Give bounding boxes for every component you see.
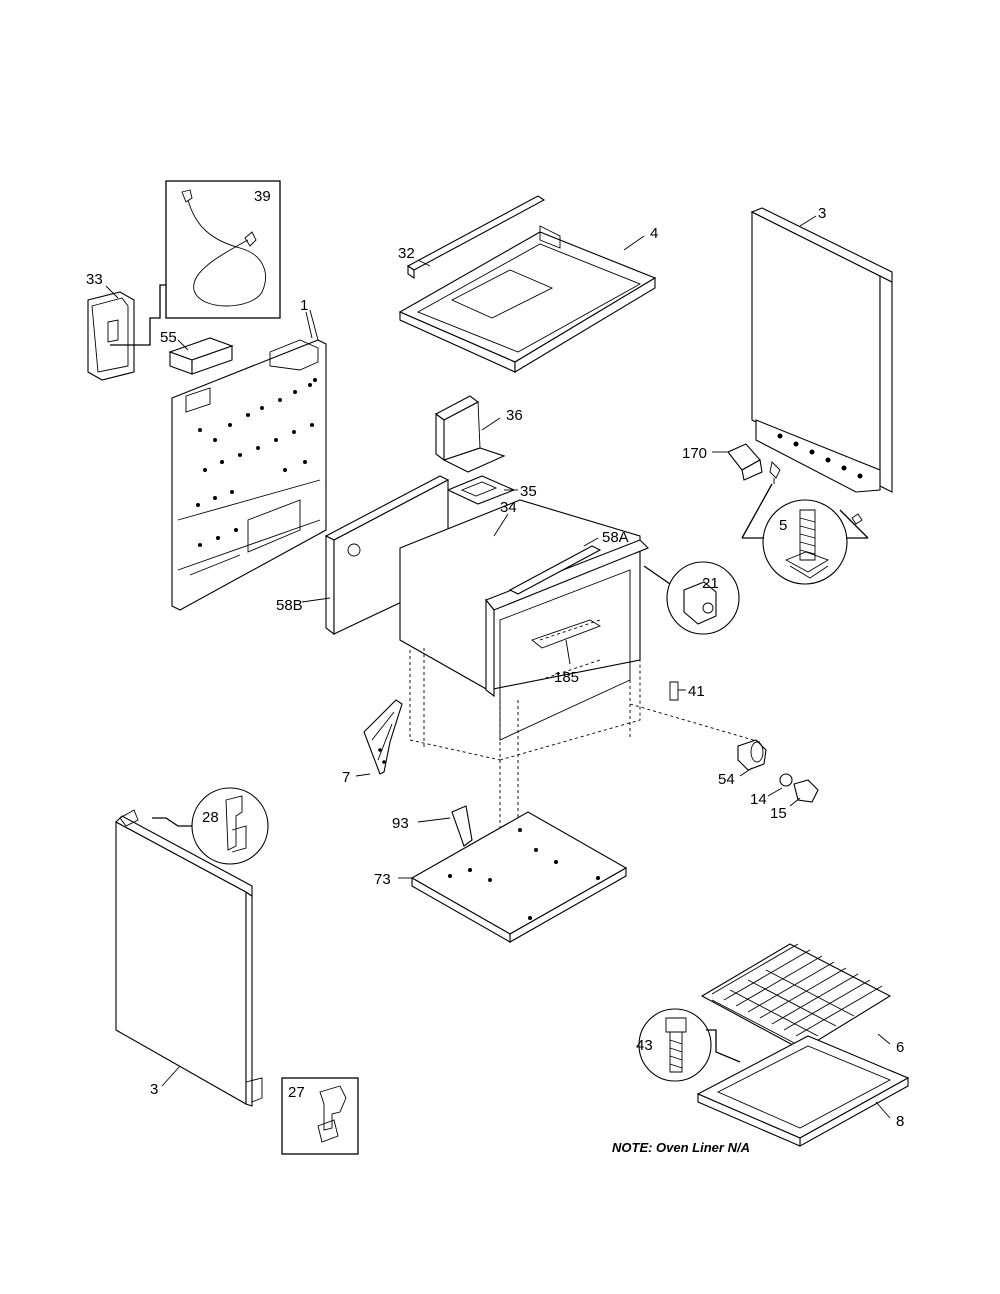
- part-4-top-frame: [398, 225, 657, 373]
- label-15: 15: [770, 805, 787, 822]
- label-3-bottom: 3: [150, 1081, 158, 1098]
- label-4: 4: [650, 225, 658, 242]
- oven-cavity: [324, 475, 649, 860]
- part-3-side-panel-right: [750, 207, 893, 493]
- label-6: 6: [896, 1039, 904, 1056]
- label-185: 185: [554, 669, 579, 686]
- part-28-callout: [152, 787, 269, 865]
- label-21: 21: [702, 575, 719, 592]
- label-14: 14: [750, 791, 767, 808]
- part-43-callout: [638, 1008, 741, 1082]
- part-7-hinge: [363, 699, 403, 775]
- label-35: 35: [520, 483, 537, 500]
- label-54: 54: [718, 771, 735, 788]
- part-33-junction-box: [87, 284, 166, 381]
- label-7: 7: [342, 769, 350, 786]
- part-36-bracket: [434, 395, 506, 473]
- label-73: 73: [374, 871, 391, 888]
- label-39: 39: [254, 188, 271, 205]
- label-55: 55: [160, 329, 177, 346]
- label-43: 43: [636, 1037, 653, 1054]
- part-93-bracket: [451, 805, 473, 847]
- part-8-broil-pan: [696, 1035, 910, 1147]
- leader-lines: [105, 215, 891, 1119]
- part-170-bracket: [712, 443, 781, 484]
- part-5-leveling-leg-callout: [741, 483, 869, 585]
- part-27-inset: [281, 1077, 359, 1155]
- label-32: 32: [398, 245, 415, 262]
- label-170: 170: [682, 445, 707, 462]
- part-1-back-panel: [171, 309, 327, 611]
- label-41: 41: [688, 683, 705, 700]
- label-8: 8: [896, 1113, 904, 1130]
- part-55-bracket: [168, 337, 234, 375]
- part-6-oven-rack: [700, 943, 892, 1051]
- note-oven-liner: NOTE: Oven Liner N/A: [612, 1140, 750, 1155]
- label-36: 36: [506, 407, 523, 424]
- label-1: 1: [300, 297, 308, 314]
- label-27: 27: [288, 1084, 305, 1101]
- label-5: 5: [779, 517, 787, 534]
- parts-54-14-15-knob: [629, 703, 819, 803]
- label-58A: 58A: [602, 529, 629, 546]
- label-28: 28: [202, 809, 219, 826]
- part-39-wire-harness: [165, 180, 281, 319]
- label-34: 34: [500, 499, 517, 516]
- part-41-clip: [669, 681, 686, 701]
- part-32-rail: [406, 195, 546, 280]
- label-93: 93: [392, 815, 409, 832]
- part-3-side-panel-left: [115, 809, 263, 1107]
- part-21-callout: [643, 561, 740, 635]
- part-73-bottom-plate: [410, 811, 628, 943]
- label-33: 33: [86, 271, 103, 288]
- label-3-top: 3: [818, 205, 826, 222]
- label-58B: 58B: [276, 597, 303, 614]
- part-labels: 39 33 55 1 32 4 3 36 170 35 34 5 58A 21 …: [86, 188, 904, 1155]
